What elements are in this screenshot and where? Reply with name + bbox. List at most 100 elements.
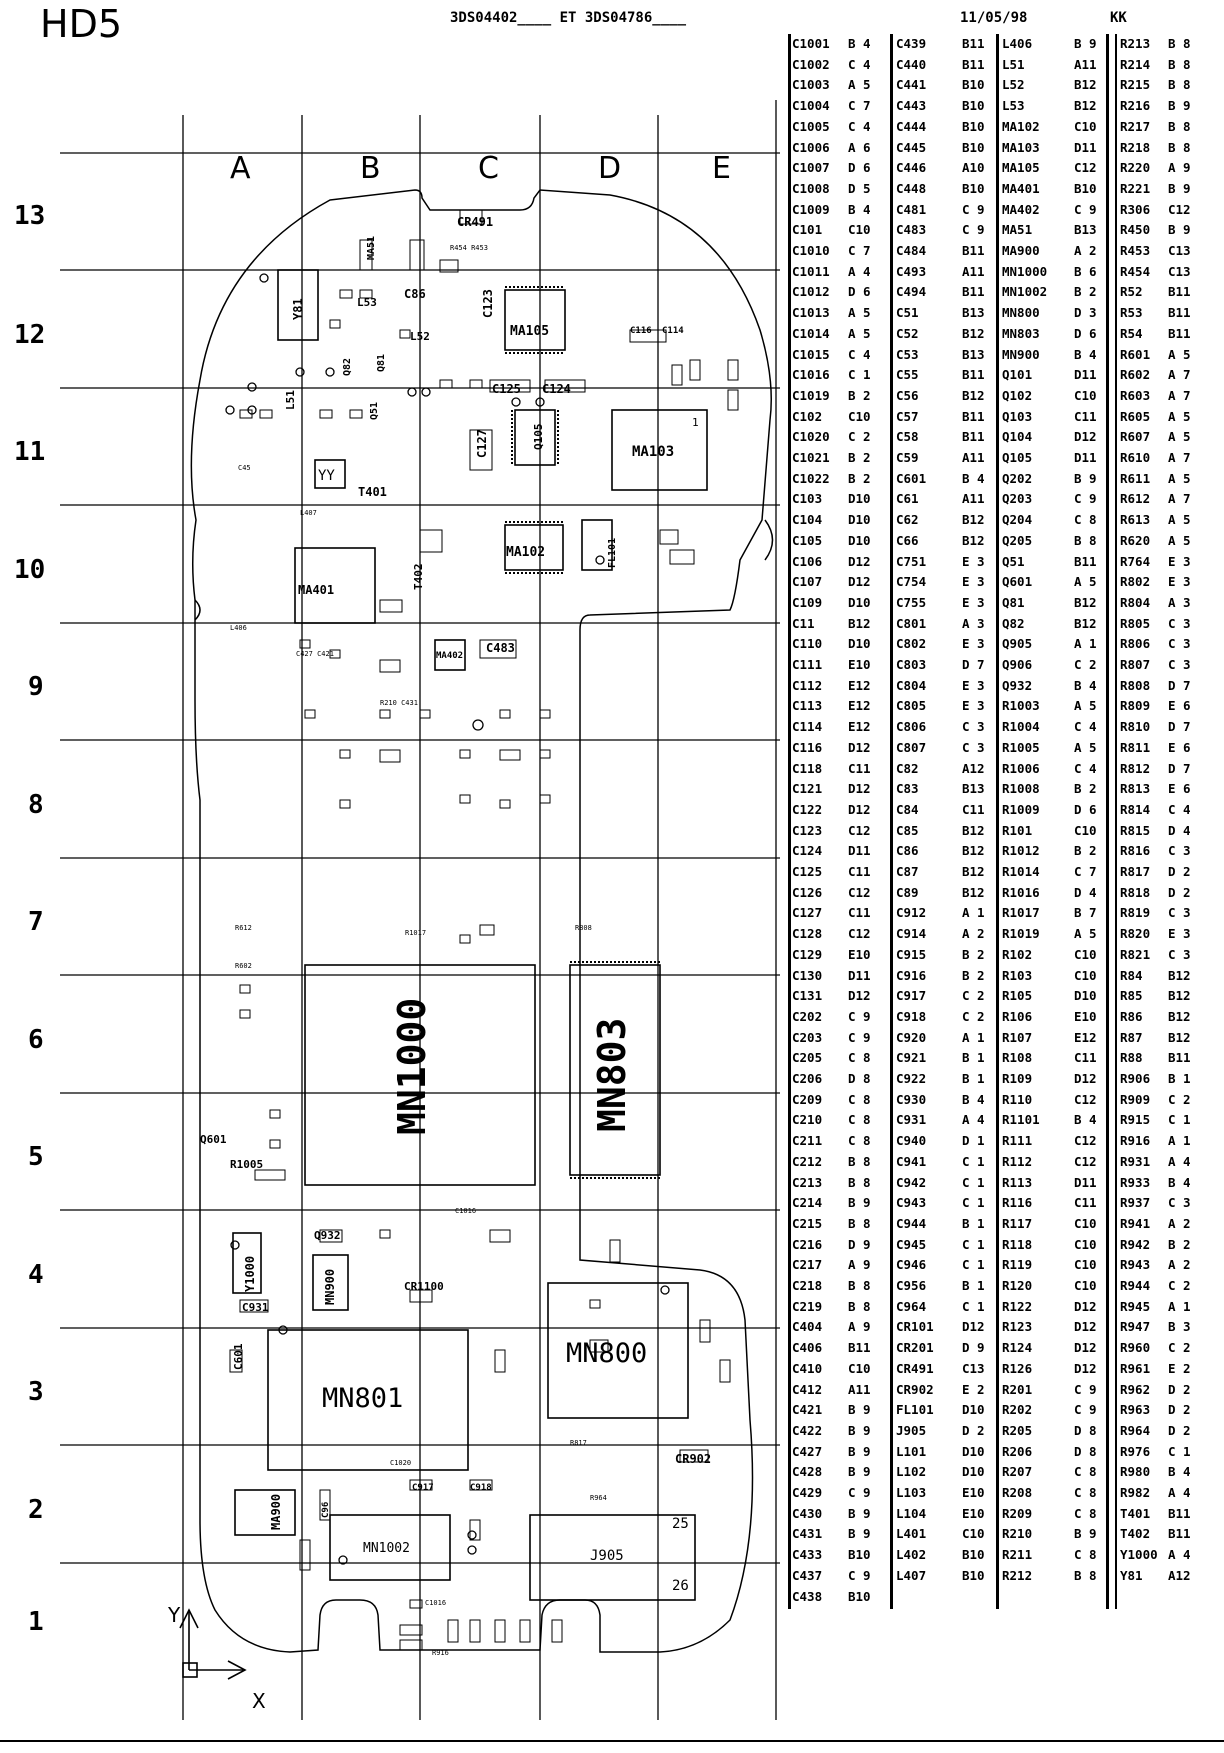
grid-location: D 5 <box>848 180 871 196</box>
component-ref: R101 <box>1002 822 1033 838</box>
component-ref: CR201 <box>896 1340 934 1356</box>
grid-location: E 6 <box>1168 698 1191 714</box>
page-title: HD5 <box>40 2 123 46</box>
grid-row-7: 7 <box>28 907 44 937</box>
component-ref: C87 <box>896 864 919 879</box>
component-ref: C1002 <box>792 56 830 72</box>
grid-location: B 8 <box>1168 118 1191 134</box>
grid-location: A 5 <box>1168 346 1191 362</box>
component-ref: R53 <box>1120 305 1143 321</box>
grid-location: A 4 <box>1168 1485 1191 1500</box>
component-ref: C66 <box>896 532 919 548</box>
grid-row-2: 2 <box>28 1495 44 1525</box>
component-ref: R810 <box>1120 719 1151 735</box>
grid-location: C11 <box>848 905 871 921</box>
grid-location: D11 <box>1074 1174 1097 1190</box>
grid-column-b: B <box>360 151 381 186</box>
grid-location: C 4 <box>848 118 871 134</box>
component-ref: MN900 <box>1002 346 1040 362</box>
component-ref: C802 <box>896 636 927 652</box>
component-ref: R201 <box>1002 1381 1033 1397</box>
component-ref: C219 <box>792 1298 823 1314</box>
component-ref: C1022 <box>792 470 830 486</box>
component-ref: R805 <box>1120 615 1151 631</box>
component-ref: R306 <box>1120 201 1151 217</box>
grid-location: B10 <box>962 98 985 114</box>
component-ref: C214 <box>792 1195 823 1211</box>
svg-text:R808: R808 <box>575 924 592 932</box>
c601-label: C601 <box>232 1343 245 1370</box>
component-ref: R1005 <box>1002 739 1040 755</box>
grid-location: A11 <box>962 450 985 465</box>
grid-location: B 9 <box>1074 36 1097 51</box>
c917-label: C917 <box>412 1483 434 1493</box>
component-ref: R112 <box>1002 1153 1033 1169</box>
grid-location: A 3 <box>962 615 985 631</box>
component-ref: C1013 <box>792 305 830 321</box>
component-ref: C111 <box>792 657 823 672</box>
grid-location: C 8 <box>848 1133 871 1149</box>
grid-location: E 3 <box>1168 926 1191 942</box>
grid-location: C 1 <box>848 367 871 383</box>
grid-location: B12 <box>1168 1029 1191 1045</box>
grid-location: C 9 <box>848 1567 871 1583</box>
axis-indicator <box>179 1608 247 1680</box>
component-ref: L406 <box>1002 36 1033 51</box>
component-ref: R941 <box>1120 1215 1151 1231</box>
component-ref: R945 <box>1120 1298 1151 1314</box>
component-ref: C410 <box>792 1360 823 1376</box>
grid-location: B11 <box>962 56 985 72</box>
component-ref: C804 <box>896 677 927 693</box>
svg-text:R1017: R1017 <box>405 929 426 937</box>
grid-location: C 1 <box>1168 1112 1191 1128</box>
component-ref: C493 <box>896 263 927 279</box>
grid-location: B 2 <box>1074 284 1097 300</box>
grid-location: C 3 <box>1168 946 1191 962</box>
component-ref: C431 <box>792 1526 823 1542</box>
component-ref: R117 <box>1002 1215 1033 1231</box>
grid-location: E 6 <box>1168 739 1191 755</box>
component-ref: L101 <box>896 1443 927 1459</box>
grid-location: C 9 <box>1074 491 1097 507</box>
component-ref: L401 <box>896 1526 927 1542</box>
grid-location: B 3 <box>1168 1319 1191 1335</box>
component-ref: R961 <box>1120 1360 1151 1376</box>
c123-label: C123 <box>481 289 495 318</box>
component-ref: C1007 <box>792 160 830 176</box>
component-ref: C930 <box>896 1091 927 1107</box>
grid-location: C12 <box>848 822 871 838</box>
component-ref: C755 <box>896 594 927 610</box>
grid-location: B 1 <box>962 1278 985 1293</box>
grid-location: A 7 <box>1168 491 1191 507</box>
component-ref: C123 <box>792 822 823 838</box>
grid-location: A 9 <box>848 1319 871 1335</box>
grid-row-9: 9 <box>28 672 44 702</box>
component-ref: R906 <box>1120 1071 1151 1086</box>
grid-location: A11 <box>962 263 985 279</box>
component-ref: R933 <box>1120 1174 1151 1190</box>
grid-location: D 4 <box>1168 822 1191 838</box>
component-ref: C209 <box>792 1091 823 1107</box>
component-ref: MN1002 <box>1002 284 1048 300</box>
grid-location: D12 <box>848 574 871 590</box>
component-ref: C443 <box>896 98 927 114</box>
grid-row-11: 11 <box>14 437 45 467</box>
grid-location: C10 <box>1074 1215 1097 1231</box>
grid-location: C 7 <box>848 243 871 258</box>
component-ref: R976 <box>1120 1443 1151 1459</box>
ma103-outline <box>611 409 708 491</box>
grid-location: C 1 <box>962 1298 985 1314</box>
mn1002-outline <box>329 1514 451 1581</box>
component-ref: MN800 <box>1002 305 1040 321</box>
grid-location: B11 <box>962 408 985 424</box>
component-ref: T401 <box>1120 1505 1151 1521</box>
ma401-label: MA401 <box>298 583 334 597</box>
component-ref: R216 <box>1120 98 1151 114</box>
component-ref: Q103 <box>1002 408 1033 424</box>
component-ref: C59 <box>896 450 919 465</box>
grid-location: E12 <box>848 698 871 714</box>
grid-location: D12 <box>962 1319 985 1335</box>
grid-location: D12 <box>848 801 871 817</box>
grid-location: D 7 <box>1168 719 1191 735</box>
